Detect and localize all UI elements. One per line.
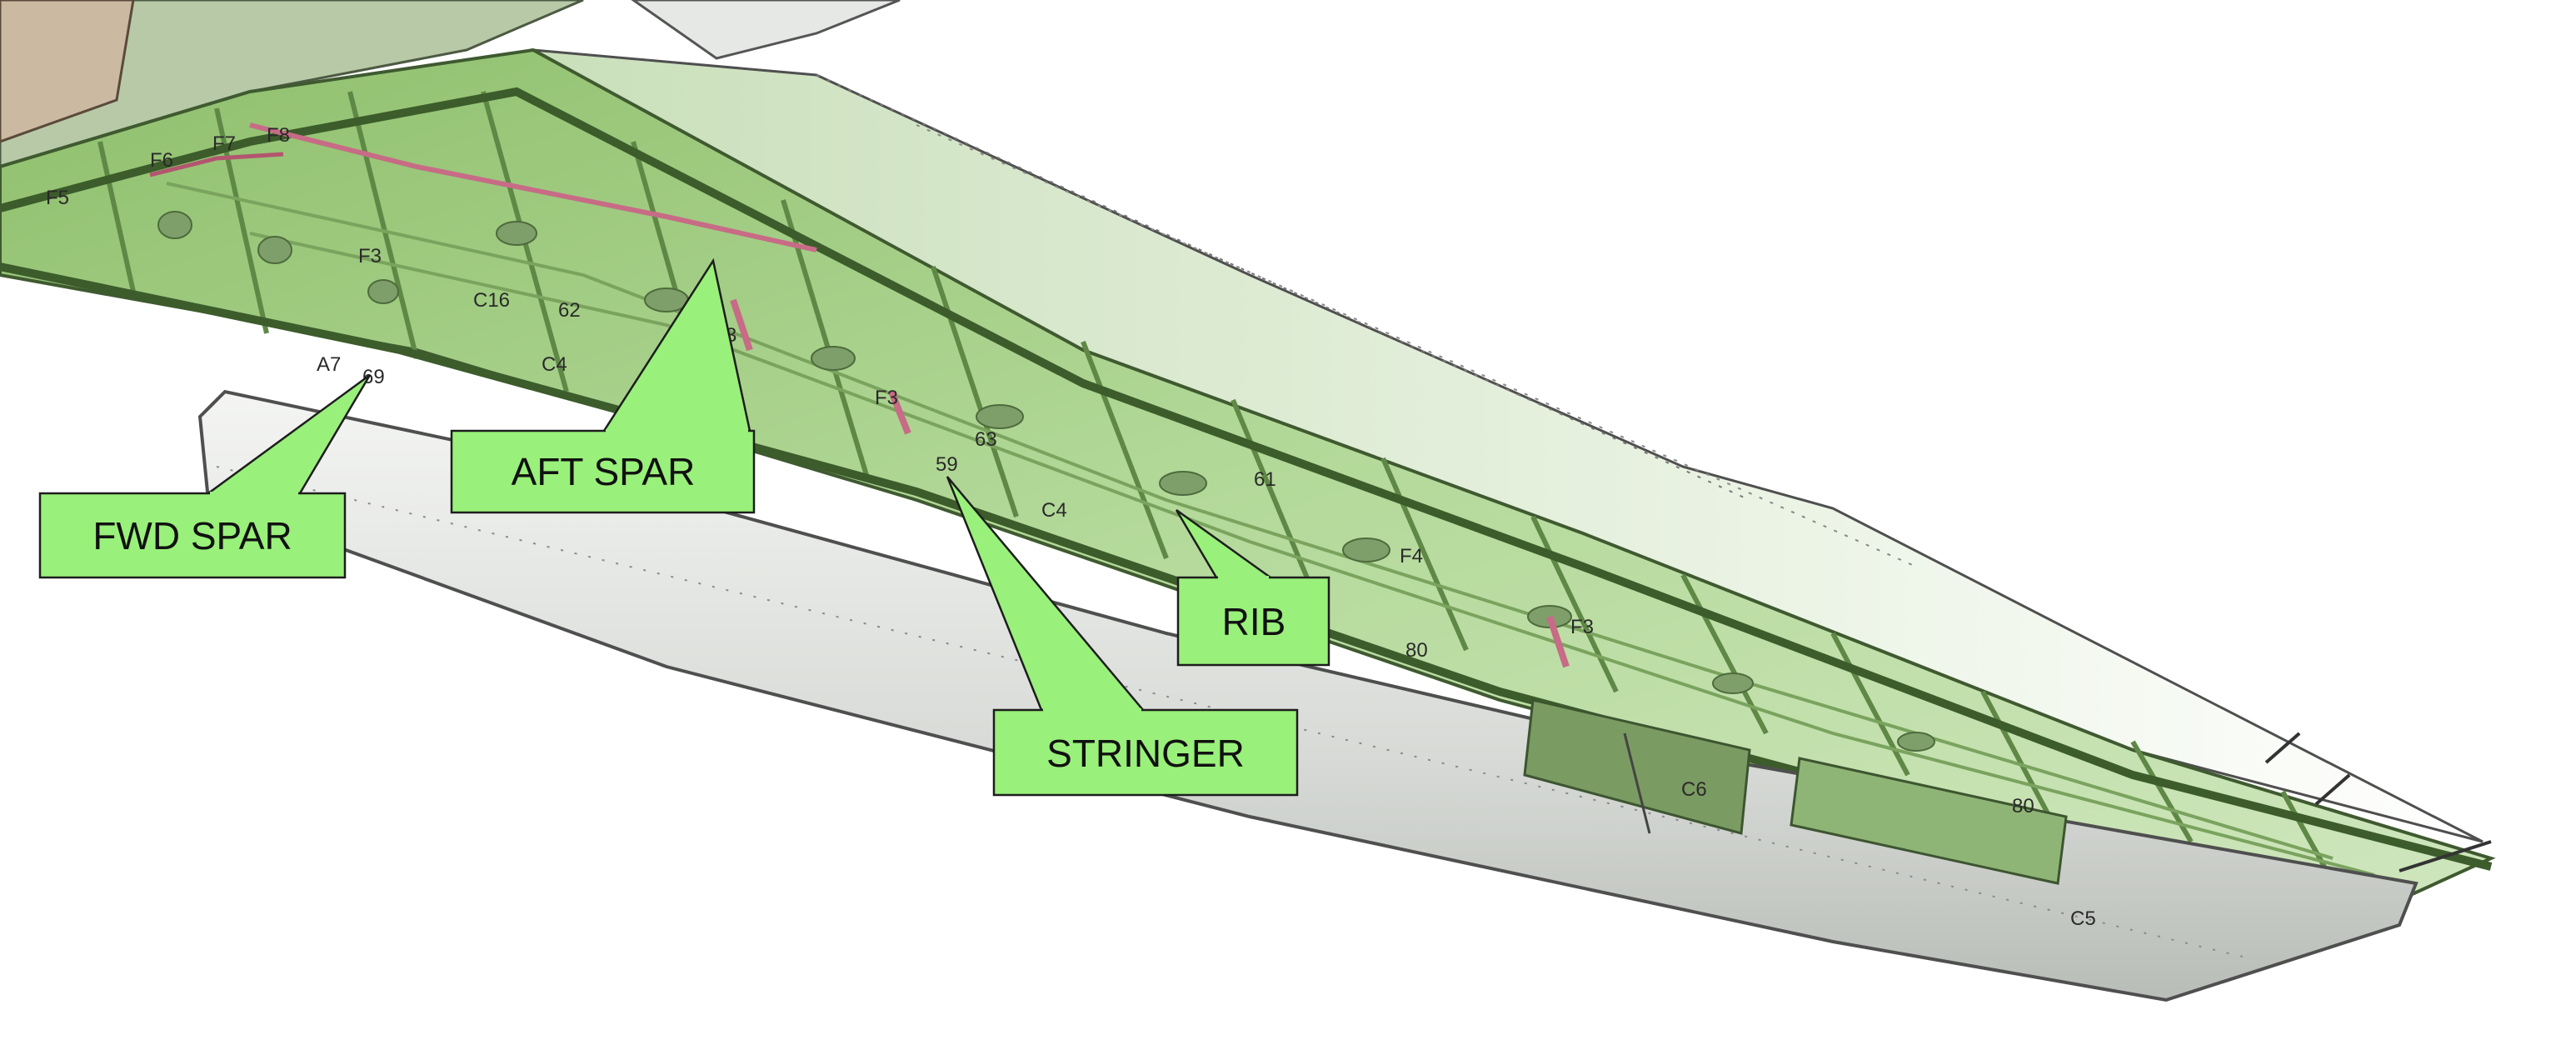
part-code: F6: [150, 149, 173, 172]
callout-box: [450, 429, 756, 514]
wing-internal-structure: [0, 48, 2496, 902]
part-code: F7: [212, 132, 236, 155]
callout-box: [38, 492, 347, 579]
part-code: C6: [1681, 778, 1707, 801]
part-code: 63: [975, 428, 997, 451]
leading-edge-skin: [197, 389, 2419, 1002]
part-code: 62: [558, 299, 581, 322]
part-code: A7: [317, 353, 341, 376]
part-code: 80: [2012, 795, 2034, 818]
part-code: 59: [936, 453, 958, 476]
part-code: C16: [473, 289, 510, 312]
part-code: F3: [358, 245, 382, 268]
callout-box: [992, 708, 1299, 797]
part-code: C5: [2070, 908, 2096, 930]
part-code: 80: [1405, 639, 1428, 662]
wingtip-probes: [2264, 732, 2492, 872]
part-code: F5: [46, 187, 69, 209]
part-code: F8: [267, 124, 290, 147]
part-code: 61: [1254, 468, 1276, 491]
callout-aft-spar: AFT SPAR: [450, 258, 756, 514]
callout-label-stringer: STRINGER: [1046, 732, 1245, 775]
part-code: C4: [542, 353, 567, 376]
callout-label-fwd-spar: FWD SPAR: [92, 514, 292, 558]
part-code: F3: [1570, 616, 1594, 638]
part-code: C4: [1041, 499, 1067, 522]
fuselage-root: [0, 0, 901, 177]
callout-label-rib: RIB: [1222, 600, 1286, 643]
callout-rib: RIB: [1175, 508, 1330, 667]
callout-label-aft-spar: AFT SPAR: [512, 450, 696, 493]
callout-fwd-spar: FWD SPAR: [38, 373, 372, 579]
callout-box: [1176, 576, 1330, 667]
part-code: F4: [1400, 545, 1423, 568]
part-code: F3: [875, 387, 898, 409]
callout-stringer: STRINGER: [946, 476, 1299, 797]
